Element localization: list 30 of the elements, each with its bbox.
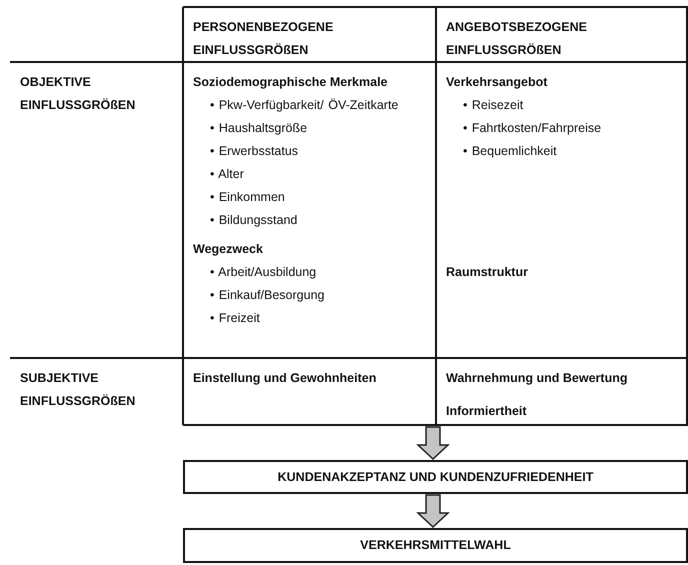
arrow	[416, 426, 450, 460]
header-text: PERSONENBEZOGENE EINFLUSSGRÖßEN	[193, 19, 334, 59]
list-item: • Alter	[209, 166, 245, 183]
header-text: VERKEHRSMITTELWAHL	[360, 537, 511, 554]
header-text: ANGEBOTSBEZOGENE EINFLUSSGRÖßEN	[446, 19, 588, 59]
heading-text: Einstellung und Gewohnheiten	[193, 370, 378, 387]
heading-text: Raumstruktur	[446, 264, 529, 281]
list-item: • Pkw-Verfügbarkeit/ ÖV-Zeitkarte	[209, 97, 400, 114]
heading-text: Informiertheit	[446, 403, 528, 420]
heading-text: Wahrnehmung und Bewertung	[446, 370, 628, 387]
list-item: • Haushaltsgröße	[209, 120, 308, 137]
list-item: • Bildungsstand	[209, 212, 298, 229]
list-item: • Einkauf/Besorgung	[209, 287, 326, 304]
list-item: • Erwerbsstatus	[209, 143, 300, 160]
table	[10, 7, 688, 426]
header-text: KUNDENAKZEPTANZ UND KUNDENZUFRIEDENHEIT	[278, 468, 594, 486]
list-item: • Einkommen	[209, 189, 286, 206]
heading-text: Soziodemographische Merkmale	[193, 74, 389, 91]
header-text: OBJEKTIVE EINFLUSSGRÖßEN	[20, 74, 136, 114]
result-box	[183, 460, 688, 494]
list-item: • Fahrtkosten/Fahrpreise	[462, 120, 602, 137]
result-box	[183, 528, 688, 563]
header-text: SUBJEKTIVE EINFLUSSGRÖßEN	[20, 370, 136, 410]
heading-text: Wegezweck	[193, 241, 264, 258]
heading-text: Verkehrsangebot	[446, 74, 548, 91]
list-item: • Arbeit/Ausbildung	[209, 264, 318, 281]
arrow	[416, 494, 450, 528]
list-item: • Reisezeit	[462, 97, 524, 114]
list-item: • Bequemlichkeit	[462, 143, 558, 160]
list-item: • Freizeit	[209, 310, 261, 327]
